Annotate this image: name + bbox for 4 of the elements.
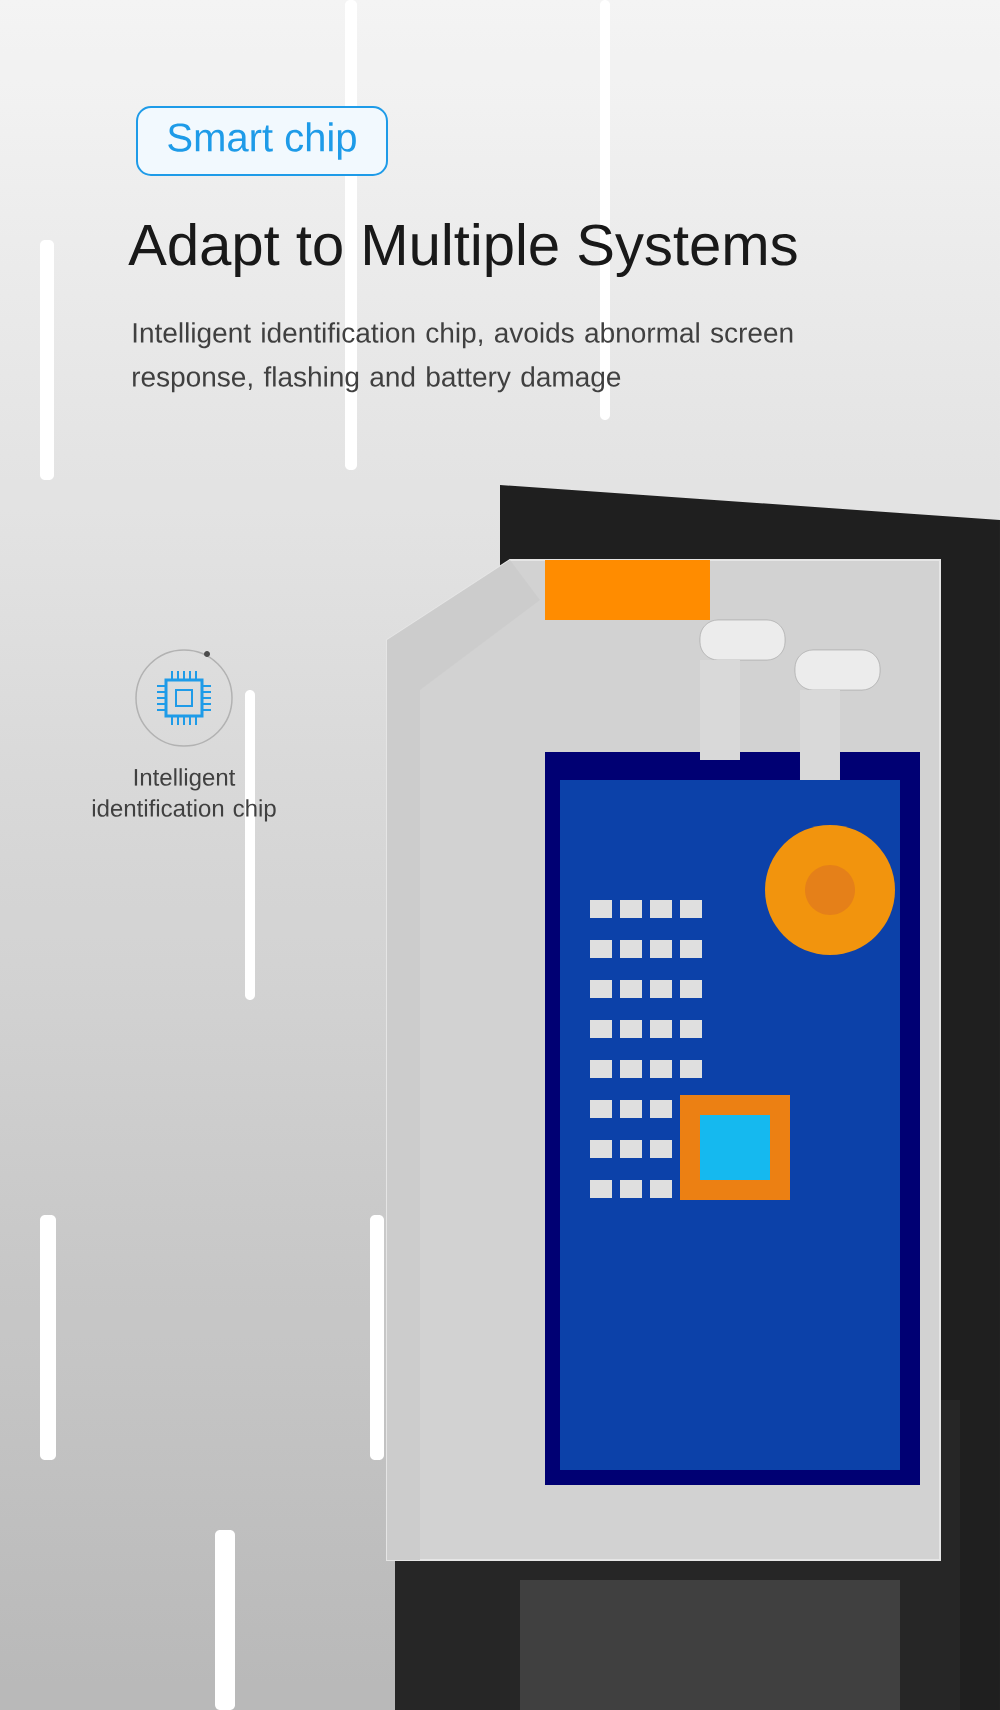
tag-badge: Smart chip — [136, 106, 388, 176]
feature-caption: Intelligent identification chip — [92, 768, 276, 822]
subtitle: Intelligent identification chip, avoids abnormal screen response, flashing and battery damage — [133, 322, 793, 393]
title: Adapt to Multiple Systems — [128, 222, 797, 278]
